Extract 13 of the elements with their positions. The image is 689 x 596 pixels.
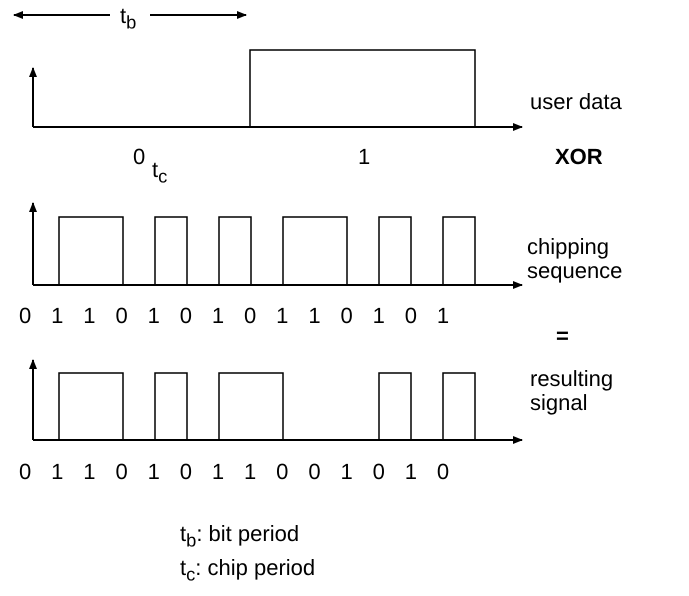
chip-values: 0 1 1 0 1 0 1 0 1 1 0 1 0 1 (19, 304, 450, 328)
bit-value: 0 (133, 145, 146, 170)
signal-label: resulting signal (530, 367, 614, 416)
period-label: t$_{b}$ (120, 4, 136, 33)
period-label: t$_{c}$ (152, 158, 168, 187)
legend-text: t$_{c}$: chip period (180, 556, 316, 585)
operator-label: = (556, 324, 569, 348)
legend-text: t$_{b}$: bit period (180, 522, 300, 551)
signal-label: chipping sequence (527, 235, 624, 284)
chip-values: 0 1 1 0 1 0 1 1 0 0 1 0 1 0 (19, 460, 450, 484)
operator-label: XOR (555, 145, 603, 170)
signal-label: user data (530, 90, 622, 114)
bit-value: 1 (358, 145, 370, 170)
